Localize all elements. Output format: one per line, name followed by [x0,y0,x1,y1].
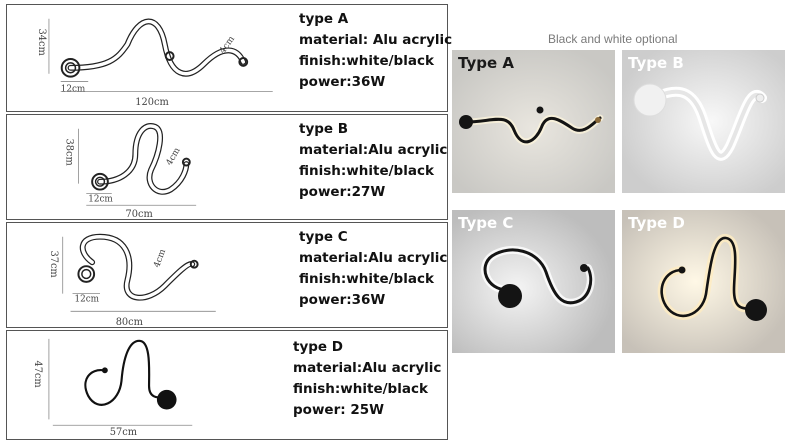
type-b-label: type B [299,121,349,137]
photo-type-b-label: Type B [628,54,684,72]
type-a-material: material: Alu acrylic [299,32,453,48]
photo-type-a-image [452,50,615,193]
type-a-specs: type A material: Alu acrylic finish:whit… [299,9,452,93]
photo-type-c-label: Type C [458,214,514,232]
type-b-width-label: 70cm [126,209,154,219]
photo-type-c: Type C [452,210,615,353]
type-d-finish: finish:white/black [293,381,428,397]
type-b-material: material:Alu acrylic [299,142,448,158]
type-c-width-label: 80cm [116,317,144,327]
spec-panel-type-a: 34cm 12cm 120cm 4cm type A material: Alu… [6,4,452,112]
type-b-ring-label: 12cm [88,194,113,204]
type-b-specs: type B material:Alu acrylic finish:white… [299,119,447,203]
type-c-height-label: 37cm [48,250,59,278]
type-b-line-drawing: 38cm 12cm 70cm 4cm [7,115,297,219]
type-c-end-label: 4cm [152,247,168,269]
type-d-specs: type D material:Alu acrylic finish:white… [293,337,441,421]
spec-panel-type-c: 37cm 12cm 80cm 4cm type C material:Alu a… [6,222,448,328]
type-a-ring-label: 12cm [61,84,86,94]
type-a-label: type A [299,11,349,27]
photo-type-a: Type A [452,50,615,193]
type-d-width-label: 57cm [110,427,138,438]
photo-type-d: Type D [622,210,785,353]
type-c-specs: type C material:Alu acrylic finish:white… [299,227,447,311]
type-c-power: power:36W [299,292,386,308]
type-b-power: power:27W [299,184,386,200]
type-c-finish: finish:white/black [299,271,434,287]
photo-type-d-image [622,210,785,353]
type-a-power: power:36W [299,74,386,90]
photos-title: Black and white optional [548,32,678,46]
photo-type-b: Type B [622,50,785,193]
type-c-material: material:Alu acrylic [299,250,448,266]
type-c-label: type C [299,229,348,245]
type-d-label: type D [293,339,343,355]
type-c-line-drawing: 37cm 12cm 80cm 4cm [7,223,297,327]
photo-type-b-image [622,50,785,193]
photo-type-c-image [452,210,615,353]
type-d-material: material:Alu acrylic [293,360,442,376]
spec-panel-type-d: 47cm 57cm type D material:Alu acrylic fi… [6,330,448,440]
photo-type-d-label: Type D [628,214,685,232]
type-b-height-label: 38cm [64,139,75,167]
type-c-ring-label: 12cm [74,294,99,304]
type-d-height-label: 47cm [32,360,43,388]
type-a-finish: finish:white/black [299,53,434,69]
photo-type-a-label: Type A [458,54,514,72]
type-b-end-label: 4cm [165,146,183,168]
type-b-finish: finish:white/black [299,163,434,179]
type-d-line-drawing: 47cm 57cm [7,331,297,439]
type-a-width-label: 120cm [135,97,169,108]
type-a-line-drawing: 34cm 12cm 120cm 4cm [7,5,297,111]
spec-panel-type-b: 38cm 12cm 70cm 4cm type B material:Alu a… [6,114,448,220]
type-d-power: power: 25W [293,402,384,418]
type-a-height-label: 34cm [36,29,47,57]
